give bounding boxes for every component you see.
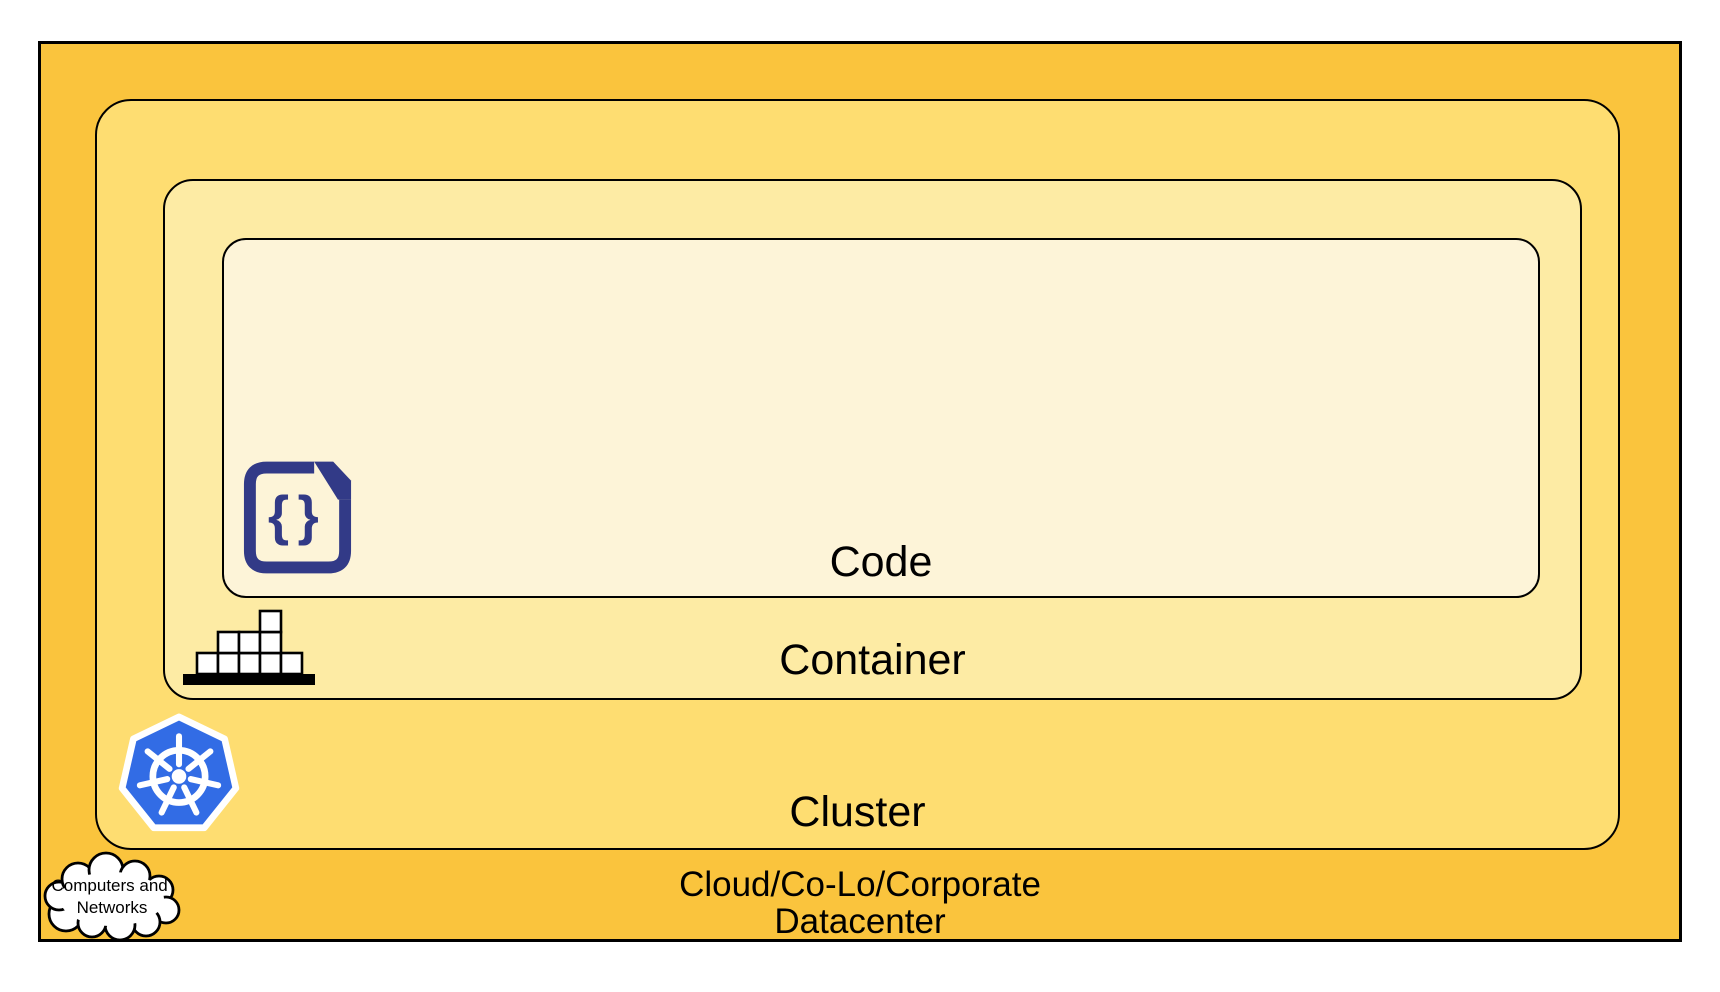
cloud-caption-line1: Computers and — [52, 876, 168, 895]
kubernetes-icon — [118, 712, 240, 836]
cluster-label: Cluster — [789, 788, 926, 836]
code-braces-glyph: {} — [268, 484, 327, 546]
code-layer — [222, 238, 1540, 598]
cloud-caption-line2: Networks — [77, 898, 148, 917]
code-label: Code — [829, 538, 933, 586]
datacenter-label-line1: Cloud/Co-Lo/Corporate — [679, 865, 1041, 904]
container-label: Container — [779, 636, 966, 684]
datacenter-label-line2: Datacenter — [774, 902, 946, 941]
datacenter-label: Cloud/Co-Lo/Corporate Datacenter — [38, 866, 1682, 940]
cloud-caption: Computers and Networks — [52, 876, 173, 917]
container-stack-icon — [183, 609, 315, 686]
cloud-icon: Computers and Networks — [40, 851, 186, 942]
code-file-icon: {} — [238, 457, 357, 578]
